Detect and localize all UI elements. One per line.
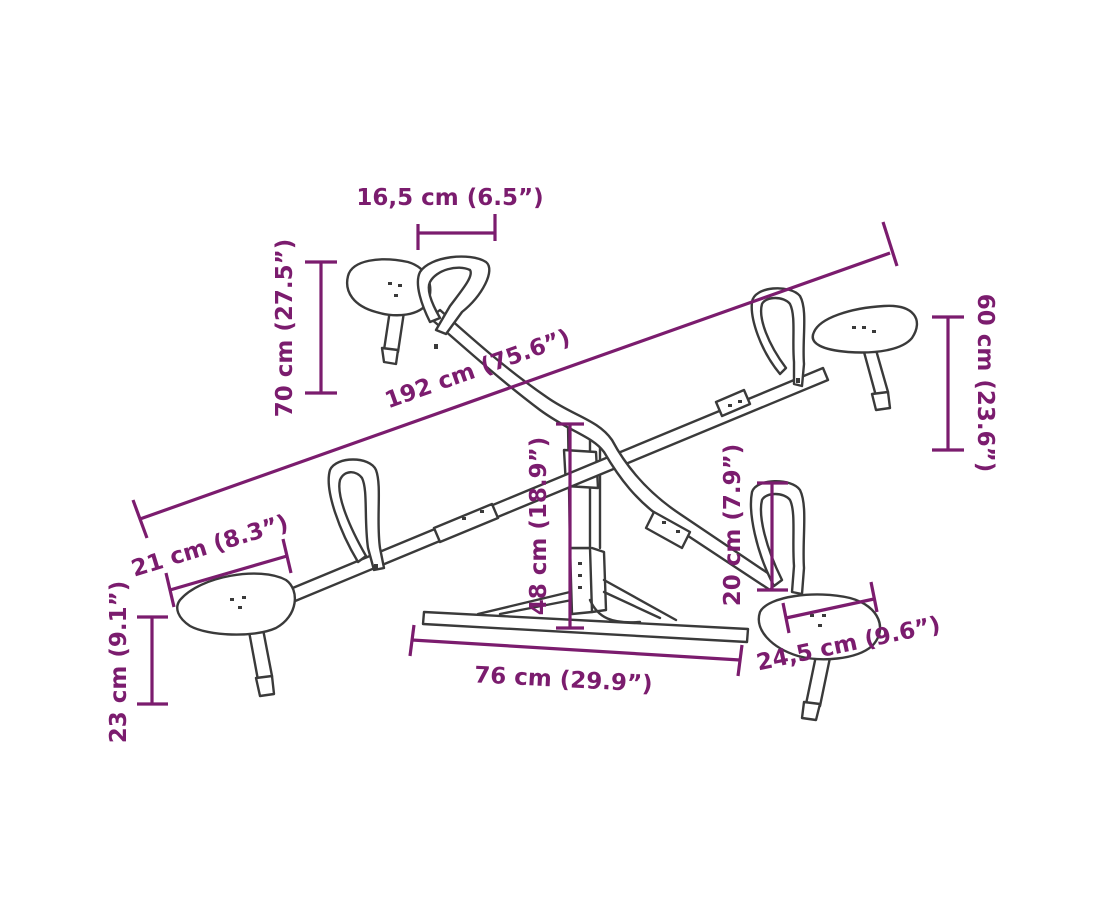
label-seat-leg-height: 23 cm (9.1”): [106, 581, 132, 744]
dim-base-width-tick-left: [408, 624, 416, 657]
dim-base-width-tick-right: [736, 644, 744, 677]
dimension-labels: 192 cm (75.6”) 16,5 cm (6.5”) 70 cm (27.…: [106, 185, 998, 743]
dim-seat-length-tick-right: [281, 538, 293, 574]
label-base-width: 76 cm (29.9”): [474, 662, 654, 697]
seat-upper-left: [345, 255, 491, 366]
dim-total-length-tick-left: [131, 499, 149, 539]
seesaw-drawing: [176, 255, 918, 722]
seat-right: [750, 287, 918, 412]
dim-base-width-line: [411, 638, 741, 662]
label-handle-height: 20 cm (7.9”): [720, 444, 746, 607]
dimension-lines: [131, 214, 964, 706]
seat-lower-right: [749, 480, 882, 722]
dim-total-length-line: [139, 251, 891, 521]
dim-total-length-tick-right: [881, 221, 899, 267]
label-handle-width: 16,5 cm (6.5”): [356, 185, 543, 211]
dim-seat-width-tick-left: [781, 602, 791, 634]
dim-seat-width-tick-right: [869, 581, 879, 613]
dim-seat-width-line: [785, 597, 875, 620]
label-pivot-height: 48 cm (18.9”): [526, 437, 552, 616]
label-overall-height: 70 cm (27.5”): [272, 239, 298, 418]
dim-seat-length-tick-left: [164, 572, 176, 608]
label-seat-height-total: 60 cm (23.6”): [972, 294, 998, 473]
dim-seat-length-line: [169, 554, 288, 592]
seat-lower-left: [176, 458, 386, 698]
label-seat-length: 21 cm (8.3”): [128, 510, 291, 582]
